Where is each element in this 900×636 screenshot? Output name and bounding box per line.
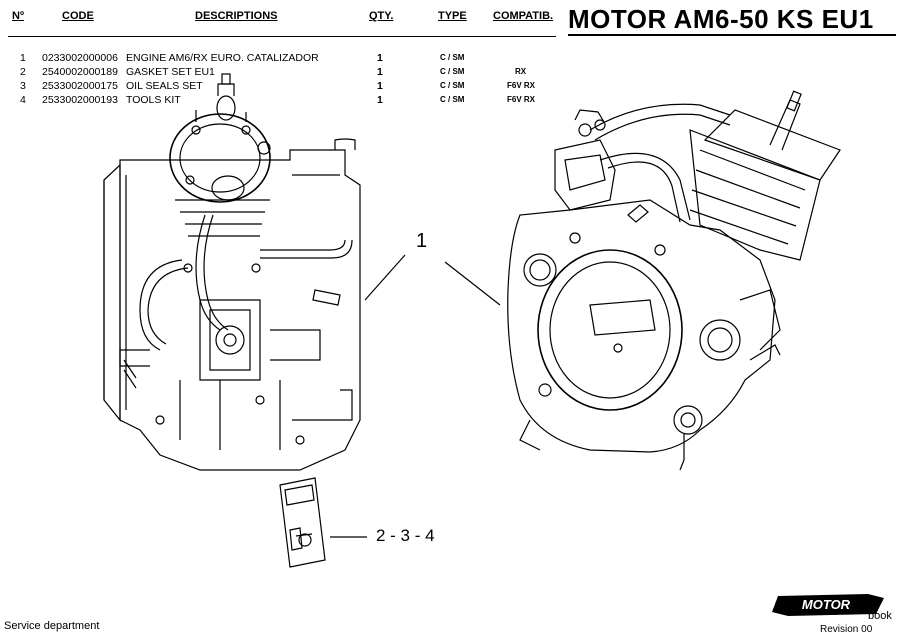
row-description: ENGINE AM6/RX EURO. CATALIZADOR bbox=[126, 52, 319, 64]
row-num: 1 bbox=[20, 52, 26, 64]
leader-line bbox=[364, 254, 406, 301]
callout-engine: 1 bbox=[416, 230, 428, 252]
row-compat: RX bbox=[515, 67, 527, 76]
header-num: Nº bbox=[12, 10, 24, 22]
revision-label: Revision 00 bbox=[820, 624, 873, 635]
row-type: C / SM bbox=[440, 95, 465, 104]
row-code: 2540002000189 bbox=[42, 66, 118, 78]
row-code: 2533002000193 bbox=[42, 94, 118, 106]
row-type: C / SM bbox=[440, 53, 465, 62]
row-compat: F6V RX bbox=[507, 81, 536, 90]
header-descriptions: DESCRIPTIONS bbox=[195, 10, 278, 22]
logo-text: MOTOR bbox=[802, 597, 851, 612]
header-compatib: COMPATIB. bbox=[493, 10, 554, 22]
table-row: 3 2533002000175 OIL SEALS SET 1 C / SM F… bbox=[0, 80, 560, 94]
row-qty: 1 bbox=[377, 80, 383, 92]
header-qty: QTY. bbox=[369, 10, 394, 22]
row-description: OIL SEALS SET bbox=[126, 80, 203, 92]
row-num: 4 bbox=[20, 94, 26, 106]
header-code: CODE bbox=[62, 10, 94, 22]
service-department: Service department bbox=[4, 620, 100, 632]
row-type: C / SM bbox=[440, 67, 465, 76]
row-code: 2533002000175 bbox=[42, 80, 118, 92]
row-type: C / SM bbox=[440, 81, 465, 90]
row-description: GASKET SET EU1 bbox=[126, 66, 215, 78]
row-code: 0233002000006 bbox=[42, 52, 118, 64]
page-title: MOTOR AM6-50 KS EU1 bbox=[568, 4, 874, 34]
row-qty: 1 bbox=[377, 94, 383, 106]
header-rule bbox=[8, 36, 556, 37]
row-num: 2 bbox=[20, 66, 26, 78]
engine-left-view bbox=[103, 73, 361, 471]
row-description: TOOLS KIT bbox=[126, 94, 181, 106]
title-underline bbox=[568, 34, 896, 36]
book-label: book bbox=[868, 610, 892, 622]
table-row: 1 0233002000006 ENGINE AM6/RX EURO. CATA… bbox=[0, 52, 560, 66]
tools-kit bbox=[279, 477, 326, 568]
row-compat: F6V RX bbox=[507, 95, 536, 104]
table-row: 4 2533002000193 TOOLS KIT 1 C / SM F6V R… bbox=[0, 94, 560, 108]
leader-line bbox=[444, 261, 501, 306]
motor-logo: MOTOR bbox=[772, 594, 884, 616]
table-row: 2 2540002000189 GASKET SET EU1 1 C / SM … bbox=[0, 66, 560, 80]
row-num: 3 bbox=[20, 80, 26, 92]
engine-right-view bbox=[507, 90, 841, 471]
callout-kit: 2 - 3 - 4 bbox=[376, 526, 435, 545]
header-type: TYPE bbox=[438, 10, 467, 22]
row-qty: 1 bbox=[377, 66, 383, 78]
row-qty: 1 bbox=[377, 52, 383, 64]
